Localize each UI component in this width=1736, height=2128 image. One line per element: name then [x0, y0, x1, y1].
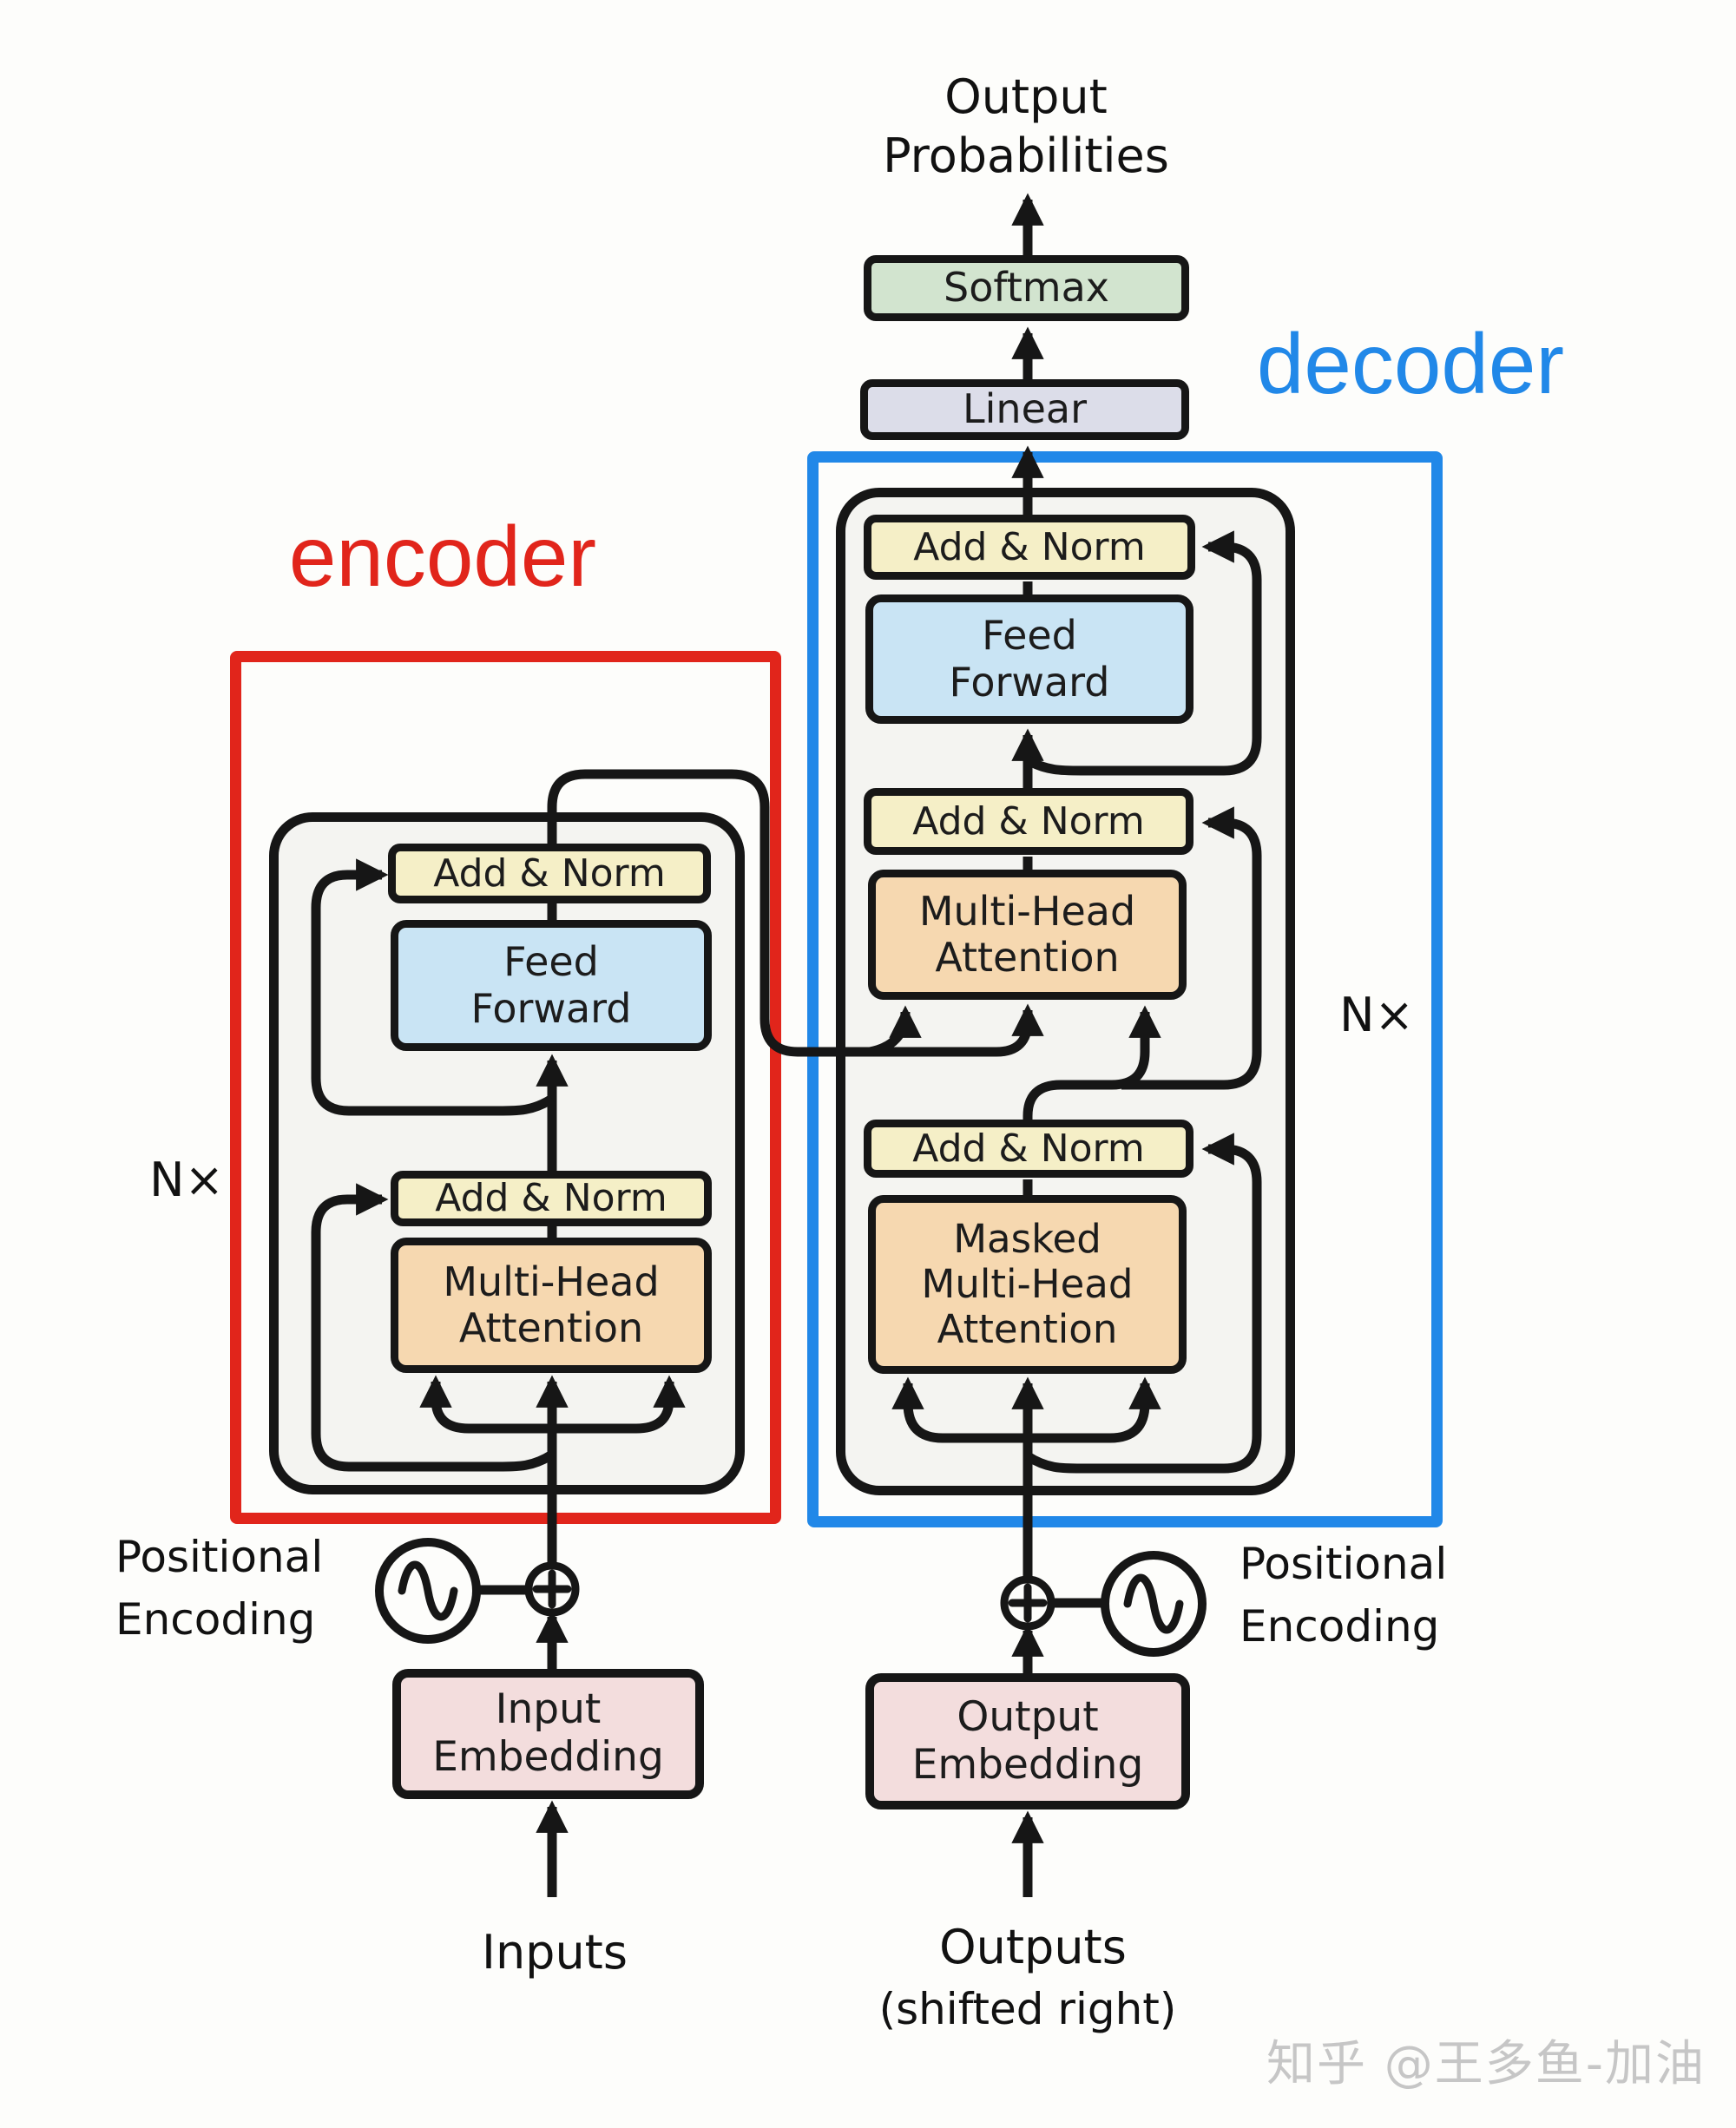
encoder-ff-residual-loop	[311, 858, 555, 1116]
encoder-multi-head-attention-box: Multi-Head Attention	[391, 1238, 712, 1373]
output-probabilities-label: Output Probabilities	[883, 69, 1169, 184]
masked-multi-head-attention-box: Masked Multi-Head Attention	[868, 1195, 1187, 1374]
inputs-label: Inputs	[482, 1925, 628, 1980]
n-times-right-label: N×	[1339, 988, 1414, 1042]
encoder-to-decoder-branch	[868, 1005, 922, 1057]
decoder-feed-forward-box: Feed Forward	[865, 594, 1194, 724]
encoder-annotation-label: encoder	[288, 509, 597, 604]
positional-encoding-left-label: Positional Encoding	[115, 1532, 324, 1645]
decoder-add-norm-bottom-box: Add & Norm	[864, 1120, 1194, 1178]
encoder-to-decoder-connector	[547, 769, 1044, 1057]
decoder-ff-residual-loop	[1025, 530, 1262, 776]
decoder-add-norm-middle-box: Add & Norm	[864, 788, 1194, 855]
softmax-box: Softmax	[864, 255, 1189, 321]
decoder-multi-head-attention-box: Multi-Head Attention	[868, 870, 1187, 1000]
encoder-add-norm-top-box: Add & Norm	[388, 844, 711, 903]
output-embedding-box: Output Embedding	[865, 1673, 1190, 1809]
decoder-annotation-label: decoder	[1256, 316, 1565, 411]
watermark: 知乎 @王多鱼-加油	[1266, 2036, 1706, 2092]
cross-mha-residual-loop	[1121, 806, 1262, 1090]
decoder-add-norm-top-box: Add & Norm	[864, 515, 1195, 580]
n-times-left-label: N×	[149, 1153, 224, 1207]
outputs-shifted-right-label: (shifted right)	[878, 1984, 1177, 2034]
encoder-region-outline	[230, 651, 781, 1524]
outputs-label: Outputs	[939, 1920, 1127, 1974]
encoder-add-norm-bottom-box: Add & Norm	[391, 1171, 712, 1226]
encoder-feed-forward-box: Feed Forward	[391, 920, 712, 1051]
linear-box: Linear	[860, 379, 1189, 440]
positional-encoding-right-label: Positional Encoding	[1240, 1539, 1448, 1652]
masked-stack-to-cross-mha	[1023, 1005, 1161, 1121]
encoder-mha-qkv-bracket	[419, 1375, 686, 1434]
masked-mha-residual-loop	[1025, 1133, 1262, 1474]
masked-mha-qkv-bracket	[891, 1376, 1161, 1443]
encoder-mha-residual-loop	[311, 1183, 555, 1472]
decoder-region-outline	[807, 451, 1443, 1527]
input-embedding-box: Input Embedding	[392, 1669, 704, 1799]
